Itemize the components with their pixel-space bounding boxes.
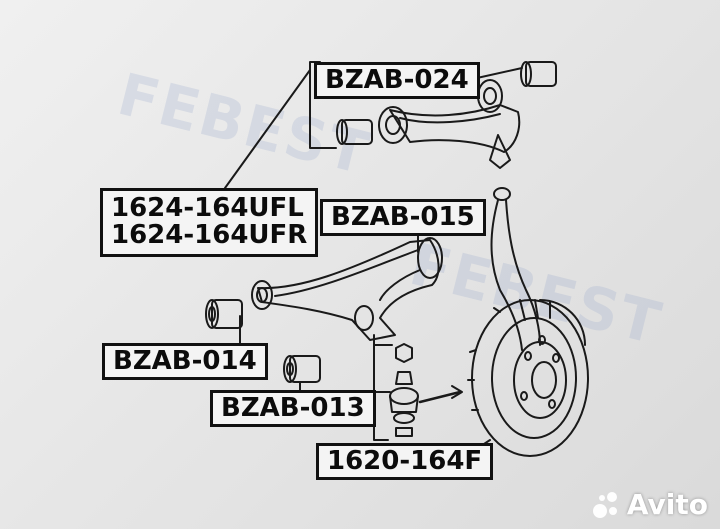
avito-wordmark: Avito: [626, 488, 708, 521]
part-label-1624-164ufr: 1624-164UFR: [111, 220, 308, 251]
wheel-hub-rotor: [467, 299, 589, 457]
lower-bushing-bzab-014: [205, 299, 243, 329]
part-label-bzab-013: BZAB-013: [210, 390, 376, 428]
part-label-1620-164f: 1620-164F: [316, 443, 494, 481]
part-label-upper-arm: 1624-164UFL 1624-164UFR: [100, 188, 319, 257]
avito-logo-icon: [591, 490, 621, 520]
lower-control-arm: [251, 237, 443, 341]
part-label-bzab-014: BZAB-014: [102, 343, 268, 381]
lower-bushing-bzab-013: [283, 355, 321, 383]
avito-watermark: Avito: [591, 488, 708, 521]
part-label-bzab-024: BZAB-024: [314, 62, 480, 100]
upper-bushing-bzab-024: [336, 61, 557, 145]
ball-joint-1620-164f: [389, 343, 463, 437]
part-label-bzab-015: BZAB-015: [320, 199, 486, 237]
part-label-1624-164ufl: 1624-164UFL: [111, 193, 304, 223]
upper-control-arm: [378, 79, 521, 169]
steering-knuckle: [490, 187, 541, 351]
